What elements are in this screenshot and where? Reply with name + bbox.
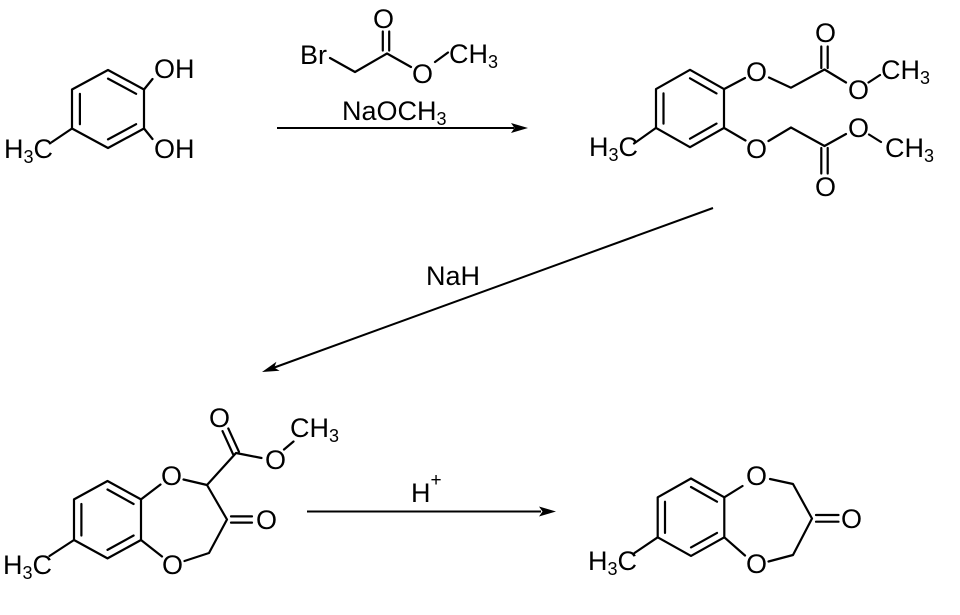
benzene-ring <box>656 477 726 557</box>
substituent-bonds <box>50 77 154 144</box>
ring-oxygen-label-top: O <box>161 461 182 491</box>
molecule-benzodioxepinone: H3C O O O <box>588 461 862 579</box>
benzene-ring <box>70 68 146 150</box>
ester-oxygen-label-bottom: O <box>848 113 869 143</box>
reagent-label-nah: NaH <box>426 261 480 291</box>
substituent-bonds <box>632 68 883 148</box>
hydroxyl-label-bottom: OH <box>154 134 195 164</box>
methyl-label: H3C <box>588 546 637 579</box>
carbonyl-oxygen-label: O <box>373 4 394 34</box>
ester-oxygen-label-top: O <box>848 75 869 105</box>
ring-oxygen-label-bottom: O <box>162 550 183 580</box>
aromatic-double-bonds <box>663 485 719 549</box>
benzene-ring <box>654 68 726 149</box>
ketone-double-bond <box>814 513 840 523</box>
hydroxyl-label-top: OH <box>154 54 195 84</box>
arrowhead <box>511 123 528 133</box>
benzene-ring <box>72 479 143 560</box>
reaction-arrow-step3: H+ <box>307 470 556 517</box>
reaction-arrow-step1: NaOCH3 <box>277 96 528 133</box>
molecule-methyl-bromoacetate: Br O O CH3 <box>300 4 498 89</box>
reagent-label-naoch3: NaOCH3 <box>342 96 447 129</box>
aryl-ether-oxygen-label-top: O <box>746 57 767 87</box>
ring-oxygen-label-top: O <box>746 461 767 491</box>
aryl-ether-oxygen-label-bottom: O <box>746 134 767 164</box>
carbonyl-oxygen-label-top: O <box>815 18 836 48</box>
molecule-methylcatechol: OH OH H3C <box>4 54 195 167</box>
ester-carbonyl-oxygen-label: O <box>209 403 230 433</box>
molecule-benzodioxepinone-ester: H3C O O O CH3 O O <box>3 403 339 583</box>
molecule-catechol-diester: H3C O O O CH3 O O O CH3 <box>589 18 934 202</box>
ketone-oxygen-label: O <box>256 505 277 535</box>
reagent-label-h-plus: H+ <box>411 470 442 508</box>
carbonyl-double-bond <box>381 30 391 52</box>
methyl-ester-label: CH3 <box>449 39 498 72</box>
carbonyl-oxygen-label-bottom: O <box>815 172 836 202</box>
aromatic-double-bonds <box>78 77 138 141</box>
methyl-ester-label-bottom: CH3 <box>885 133 934 166</box>
reaction-arrow-step2: NaH <box>262 207 714 372</box>
carbonyl-double-bonds <box>221 427 254 524</box>
substituent-and-ring-bonds <box>48 440 295 563</box>
ketone-oxygen-label: O <box>841 504 862 534</box>
carbonyl-double-bonds <box>820 45 829 175</box>
chain-bonds <box>328 51 450 74</box>
aromatic-double-bonds <box>662 77 718 140</box>
ring-oxygen-label-bottom: O <box>746 549 767 579</box>
substituent-and-ring-bonds <box>633 477 814 563</box>
methyl-label: H3C <box>589 132 638 165</box>
bromine-label: Br <box>300 40 327 70</box>
aromatic-double-bonds <box>80 488 135 551</box>
methyl-label: H3C <box>3 550 52 583</box>
arrowhead <box>539 506 556 517</box>
methyl-ester-label-top: CH3 <box>881 55 930 88</box>
methyl-label: H3C <box>4 134 53 167</box>
methyl-ester-label: CH3 <box>290 413 339 446</box>
ester-oxygen-label: O <box>412 59 433 89</box>
arrowhead <box>262 361 280 372</box>
ester-oxygen-label: O <box>265 445 286 475</box>
arrow-shaft <box>272 207 714 369</box>
